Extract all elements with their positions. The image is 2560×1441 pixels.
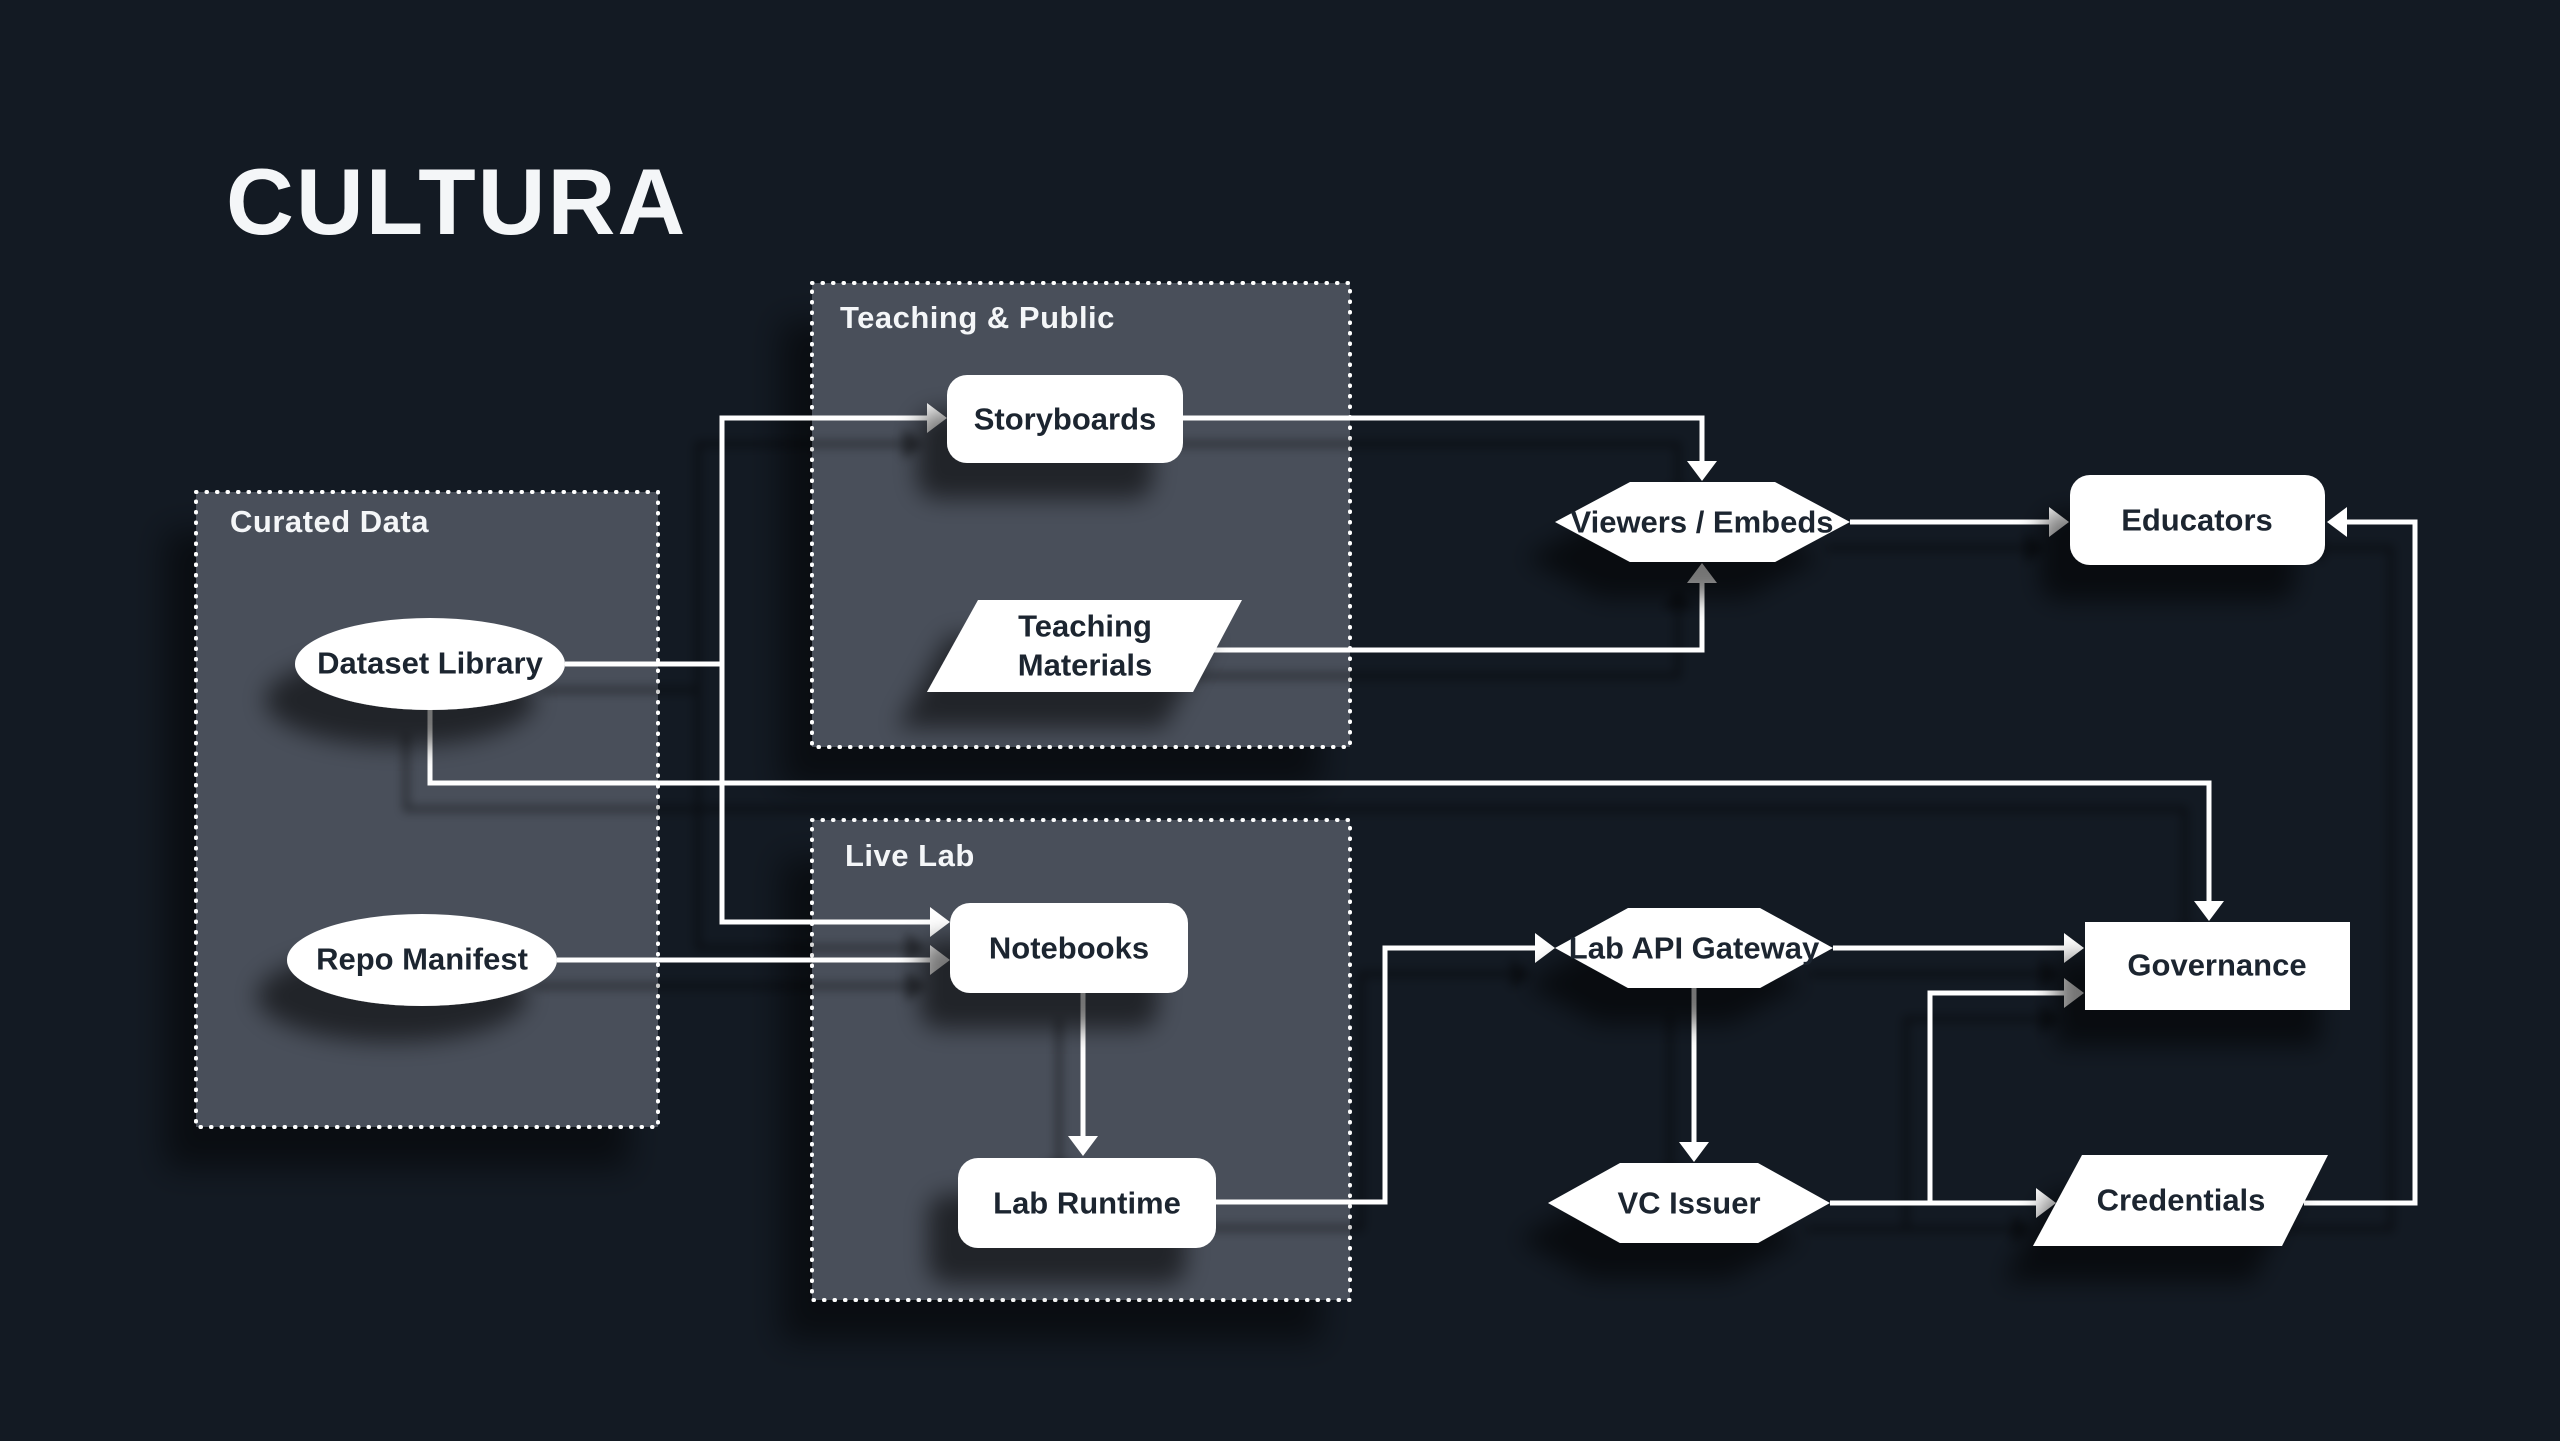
arrowhead-into-educators-right	[2327, 507, 2347, 537]
teaching-materials-line2: Materials	[1017, 647, 1153, 682]
node-teaching-materials	[927, 600, 1242, 692]
node-credentials	[2033, 1155, 2328, 1246]
group-label-teaching-public: Teaching & Public	[840, 300, 1115, 335]
edge-dataset-library-notebooks	[719, 664, 930, 925]
arrowhead-into-viewers-top	[1687, 461, 1717, 481]
node-viewers-embeds	[1555, 482, 1850, 562]
arrowhead-into-educators-left	[2049, 507, 2069, 537]
arrowhead-into-viewers-bottom	[1687, 563, 1717, 583]
edge-vc-issuer-governance	[1927, 990, 2064, 1203]
arrowhead-into-notebooks-top	[930, 907, 950, 937]
group-curated-data	[194, 490, 660, 1129]
arrowhead-into-lab-runtime	[1068, 1136, 1098, 1156]
edge-storyboards-viewers	[1183, 415, 1705, 462]
node-label-lab-api-gateway: Lab API Gateway	[1568, 930, 1820, 966]
arrowhead-into-credentials	[2036, 1188, 2056, 1218]
node-vc-issuer	[1548, 1163, 1830, 1243]
node-label-viewers-embeds: Viewers / Embeds	[1570, 504, 1834, 540]
group-label-curated-data: Curated Data	[230, 504, 429, 539]
node-repo-manifest	[287, 914, 557, 1006]
node-governance	[2085, 922, 2350, 1010]
node-label-vc-issuer: VC Issuer	[1617, 1185, 1761, 1221]
node-label-repo-manifest: Repo Manifest	[316, 941, 528, 977]
arrowhead-into-storyboards	[927, 403, 947, 433]
node-label-governance: Governance	[2127, 947, 2307, 983]
diagram-title: CULTURA	[226, 149, 688, 254]
teaching-materials-line1: Teaching	[1018, 608, 1152, 644]
group-label-live-lab: Live Lab	[845, 838, 975, 873]
node-label-notebooks: Notebooks	[988, 930, 1150, 966]
arrowhead-into-notebooks-bottom	[930, 945, 950, 975]
edge-dataset-library-governance	[427, 708, 2212, 901]
edge-dataset-library-storyboards	[565, 415, 927, 667]
node-lab-api-gateway	[1555, 908, 1833, 988]
arrowhead-into-governance-left-1	[2064, 933, 2084, 963]
arrowhead-into-vc-issuer	[1679, 1142, 1709, 1162]
node-educators	[2070, 475, 2325, 565]
node-notebooks	[950, 903, 1188, 993]
node-label-educators: Educators	[2121, 502, 2273, 538]
arrowhead-into-gateway	[1535, 933, 1555, 963]
arrowhead-into-governance-top	[2194, 901, 2224, 921]
node-label-teaching-materials: Teaching Materials	[1018, 607, 1152, 685]
node-lab-runtime	[958, 1158, 1216, 1248]
node-label-dataset-library: Dataset Library	[317, 645, 543, 681]
node-storyboards	[947, 375, 1183, 463]
edge-teaching-materials-viewers	[1211, 582, 1705, 653]
edge-lab-runtime-gateway	[1216, 945, 1535, 1205]
edge-credentials-educators	[2304, 519, 2418, 1206]
node-label-credentials: Credentials	[2096, 1182, 2266, 1218]
node-label-storyboards: Storyboards	[973, 401, 1157, 437]
arrowhead-into-governance-left-2	[2064, 978, 2084, 1008]
node-label-lab-runtime: Lab Runtime	[993, 1185, 1181, 1221]
node-dataset-library	[295, 618, 565, 710]
